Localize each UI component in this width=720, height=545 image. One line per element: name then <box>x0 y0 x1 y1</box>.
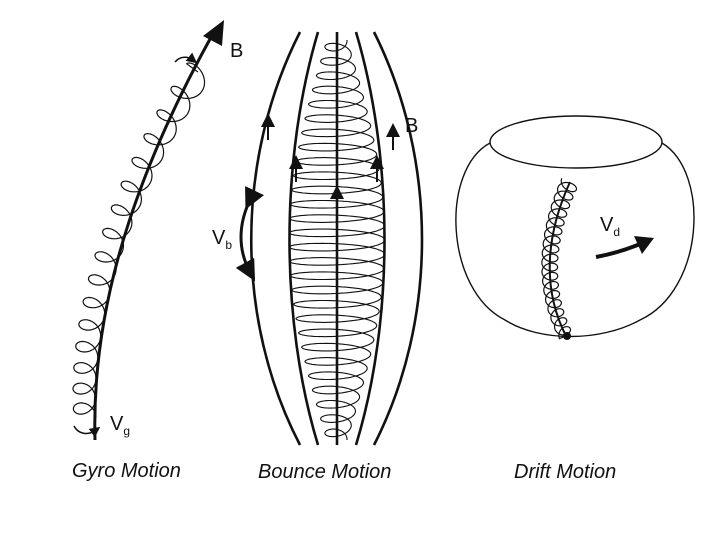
drift-end-dot <box>563 332 571 340</box>
gyro-motion-panel: B Vg Gyro Motion <box>72 20 243 482</box>
drift-velocity-label: Vd <box>600 214 620 239</box>
gyro-top-arrow-icon <box>175 57 193 62</box>
drift-direction-arrow-icon <box>596 244 640 257</box>
gyro-field-line <box>95 30 215 440</box>
bounce-field-line-3 <box>374 32 422 445</box>
gyro-helix-curve <box>73 63 205 417</box>
bounce-motion-panel: B Vb Bounce Motion <box>212 32 422 483</box>
bounce-motion-caption: Bounce Motion <box>258 461 391 483</box>
gyro-helix-path <box>73 63 205 417</box>
bounce-velocity-label: Vb <box>212 227 232 252</box>
gyro-field-arrowhead <box>203 20 224 46</box>
drift-shell-body <box>456 143 694 337</box>
drift-helix-curve <box>542 178 577 338</box>
gyro-velocity-label: Vg <box>110 413 130 438</box>
drift-motion-caption: Drift Motion <box>514 461 616 483</box>
drift-motion-panel: Vd Drift Motion <box>456 116 694 483</box>
gyro-motion-caption: Gyro Motion <box>72 460 181 482</box>
drift-shell-top <box>490 116 662 168</box>
drift-helix-path <box>542 178 577 338</box>
bounce-oscillation-arrow-icon <box>241 200 250 272</box>
bounce-field-label: B <box>405 115 418 137</box>
bounce-field-line-2 <box>356 32 385 445</box>
gyro-bottom-arrow-icon <box>74 426 96 433</box>
gyro-field-label: B <box>230 40 243 62</box>
bounce-field-line-1 <box>290 32 319 445</box>
bounce-field-line-0 <box>251 32 300 445</box>
